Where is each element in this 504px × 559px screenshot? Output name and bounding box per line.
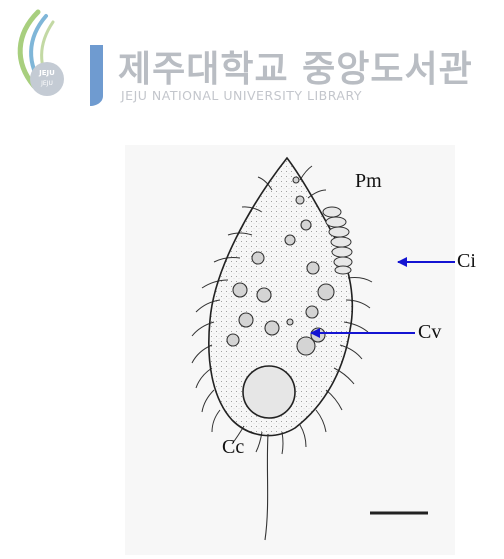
label-pm: Pm [355, 170, 382, 193]
label-cc: Cc [222, 436, 244, 459]
label-cv: Cv [418, 321, 441, 344]
label-ci: Ci [457, 250, 476, 273]
contractile-vacuole [243, 366, 295, 418]
caudal-cilium [265, 434, 268, 540]
